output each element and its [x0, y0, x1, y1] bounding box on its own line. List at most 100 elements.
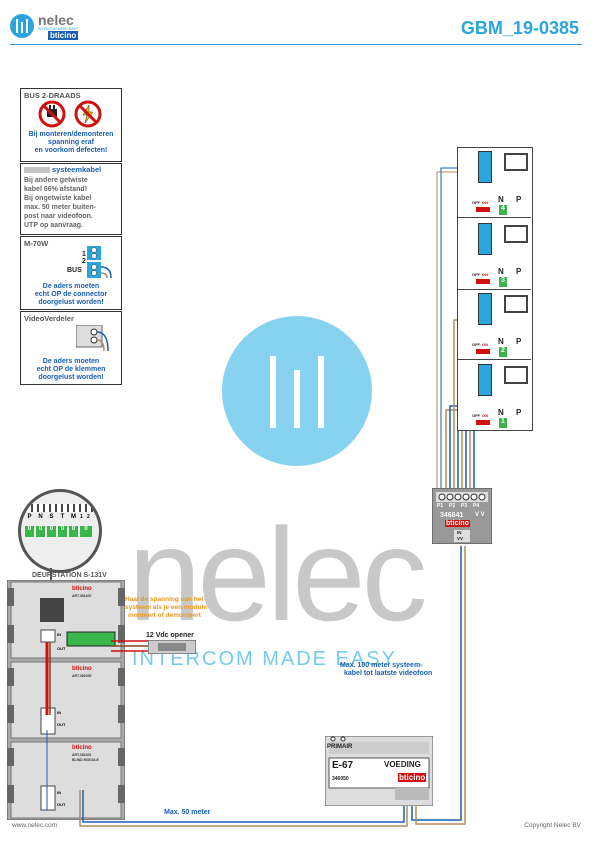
panel-m70w-line2: echt OP de connector	[34, 291, 108, 298]
dip-slot-5: 0	[69, 526, 78, 537]
psu-brand: bticino	[398, 773, 427, 782]
module3-code: ART.352401	[72, 753, 92, 757]
no-voltage-icon	[74, 100, 102, 128]
watermark-logo-icon	[222, 316, 372, 466]
dip-slot-4: 0	[58, 526, 67, 537]
monitor-p-label: P	[516, 408, 522, 417]
footer-website: www.nelec.com	[12, 822, 58, 829]
monitor-address: 4	[499, 205, 507, 215]
dip-label-t: T	[60, 514, 65, 520]
distributor-port-p4: P4	[473, 503, 480, 509]
panel-m70w-line3: doorgelust worden!	[38, 299, 104, 306]
brand-name: nelec	[38, 12, 74, 28]
warning-line1: Haal de spanning van het	[125, 596, 204, 603]
document-code: GBM_19-0385	[460, 18, 579, 38]
panel-bus-title: BUS 2-DRAADS	[24, 91, 81, 100]
monitor-off-label: OFF	[472, 342, 480, 347]
video-distributor	[432, 488, 492, 544]
panel-verdeler-title: VideoVerdeler	[24, 314, 74, 323]
module1-brand: bticino	[72, 586, 92, 592]
max100-line2: kabel tot laatste videofoon	[344, 670, 433, 677]
header-divider	[10, 44, 582, 45]
terminal-bus-label: BUS	[67, 267, 82, 274]
warning-line3: monteert of demonteert	[128, 612, 201, 619]
module3-out: OUT	[57, 802, 66, 807]
dip-label-n: N	[38, 514, 43, 520]
dip-label-s: S	[49, 514, 54, 520]
dip-slot-1: 0	[25, 526, 34, 537]
dip-slot-6: 0	[80, 526, 92, 537]
distributor-model: 346841	[440, 512, 464, 519]
panel-m70w-line1: De aders moeten	[42, 283, 100, 290]
terminal-2-label: 2	[82, 258, 86, 265]
monitor-connector	[478, 293, 492, 325]
monitor-off-label: OFF	[472, 413, 480, 418]
cable-icon	[24, 167, 50, 173]
psu-unit	[325, 736, 433, 806]
panel-cable-line5: post naar videofoon.	[24, 213, 93, 220]
module1-in: IN	[57, 632, 61, 637]
panel-verdeler: VideoVerdeler De aders moeten echt OP de…	[20, 311, 122, 385]
dip-slot-3: 0	[47, 526, 56, 537]
monitor-address: 3	[499, 277, 507, 287]
monitor-connector	[478, 151, 492, 183]
module3-blind: BLIND MODULE	[72, 758, 99, 762]
monitor-p-label: P	[516, 195, 522, 204]
warning-line2: systeem als je een module	[125, 604, 208, 611]
monitor-n-label: N	[498, 408, 504, 417]
panel-cable-line2: kabel 66% afstand!	[24, 186, 88, 193]
monitor-on-label: ON	[482, 272, 488, 277]
dip-side-1: 1	[80, 514, 83, 520]
monitor-screen	[504, 366, 528, 384]
module2-brand: bticino	[72, 666, 92, 672]
terminal-1-label: 1	[82, 251, 86, 258]
psu-title: VOEDING	[384, 760, 421, 769]
watermark-tagline: INTERCOM MADE EASY	[132, 648, 397, 670]
nelec-logo-icon	[10, 14, 34, 38]
dip-side-2: 2	[87, 514, 90, 520]
monitor-n-label: N	[498, 337, 504, 346]
panel-verdeler-line3: doorgelust worden!	[38, 374, 104, 381]
monitor-on-label: ON	[482, 342, 488, 347]
psu-code: 346050	[332, 776, 349, 782]
monitor-screen	[504, 153, 528, 171]
max100-line1: Max. 100 meter systeem-	[340, 662, 423, 669]
module2-in: IN	[57, 710, 61, 715]
panel-bus-line2: spanning eraf	[48, 139, 94, 146]
monitor-n-label: N	[498, 267, 504, 276]
dip-slot-2: 0	[36, 526, 45, 537]
module1-code: ART.351100	[72, 594, 92, 598]
monitor-connector	[478, 223, 492, 255]
monitor-switch	[476, 279, 490, 284]
panel-m70w: M-70W 1 2 BUS De aders moeten echt OP de…	[20, 236, 122, 310]
panel-bus-line1: Bij monteren/demonteren	[28, 131, 114, 138]
dip-label-m: M	[71, 514, 76, 520]
distributor-brand: bticino	[445, 520, 470, 527]
m70w-connector	[87, 246, 112, 278]
verdeler-terminal-icon	[76, 325, 109, 351]
panel-verdeler-line2: echt OP de klemmen	[36, 366, 106, 373]
panel-m70w-title: M-70W	[24, 239, 49, 248]
distributor-port-p2: P2	[449, 503, 456, 509]
panel-bus: BUS 2-DRAADS Bij monteren/demonteren spa…	[20, 88, 122, 162]
monitor-p-label: P	[516, 267, 522, 276]
panel-cable-title: systeemkabel	[52, 165, 102, 174]
monitor-p-label: P	[516, 337, 522, 346]
distributor-in-sub: VV	[457, 536, 464, 541]
partner-logo: bticino	[48, 31, 79, 40]
monitor-switch	[476, 420, 490, 425]
monitor-on-label: ON	[482, 200, 488, 205]
distributor-in: IN	[457, 530, 462, 535]
psu-model: E-67	[332, 760, 354, 771]
panel-cable-line4: max. 50 meter buiten-	[24, 204, 96, 211]
module3-in: IN	[57, 790, 61, 795]
monitor-screen	[504, 295, 528, 313]
panel-cable-line6: UTP op aanvraag.	[24, 222, 84, 229]
module1-out: OUT	[57, 646, 66, 651]
module2-out: OUT	[57, 722, 66, 727]
distributor-vv: V V	[475, 512, 485, 518]
